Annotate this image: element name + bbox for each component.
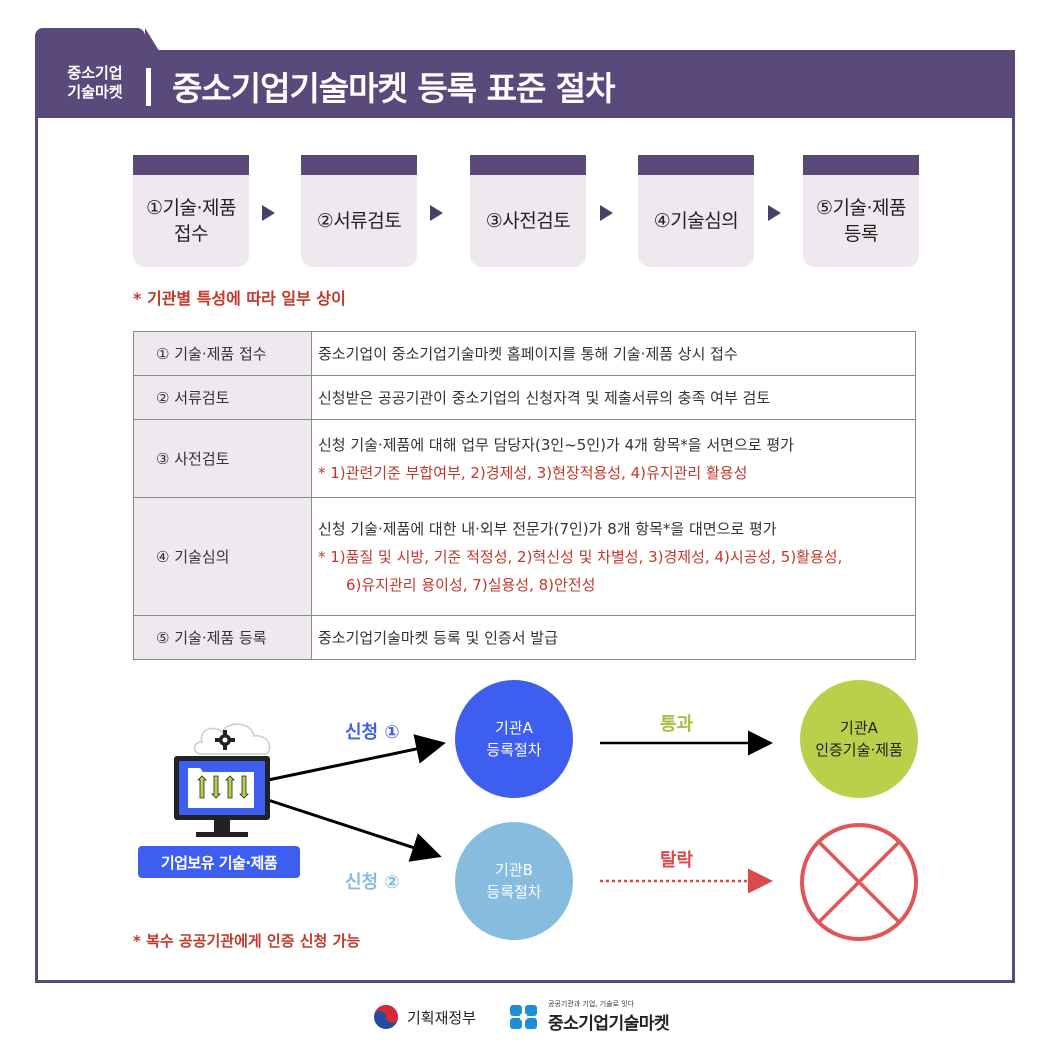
arrow-apply-1 xyxy=(267,734,446,782)
table-desc: 중소기업기술마켓 등록 및 인증서 발급 xyxy=(311,615,916,660)
agency-b-circle: 기관B 등록절차 xyxy=(455,822,573,940)
market-logo: 공공기관과 기업, 기술로 잇다 중소기업기술마켓 xyxy=(508,1000,670,1034)
table-desc-text: 신청 기술·제품에 대해 업무 담당자(3인~5인)가 4개 항목*을 서면으로… xyxy=(318,435,794,454)
table-key: ⑤ 기술·제품 등록 xyxy=(133,615,312,660)
table-criteria: * 1)관련기준 부합여부, 2)경제성, 3)현장적용성, 4)유지관리 활용… xyxy=(318,463,748,482)
ministry-name: 기획재정부 xyxy=(407,1008,477,1027)
table-key: ② 서류검토 xyxy=(133,375,312,420)
table-key: ① 기술·제품 접수 xyxy=(133,331,312,376)
step-arrow-4-icon xyxy=(768,205,781,221)
step-2-box: ②서류검토 xyxy=(301,155,417,267)
table-desc: 신청 기술·제품에 대해 업무 담당자(3인~5인)가 4개 항목*을 서면으로… xyxy=(311,419,916,498)
table-row: ② 서류검토 신청받은 공공기관이 중소기업의 신청자격 및 제출서류의 충족 … xyxy=(133,375,916,420)
table-key: ④ 기술심의 xyxy=(133,497,312,616)
step-arrow-1-icon xyxy=(262,205,275,221)
table-row: ⑤ 기술·제품 등록 중소기업기술마켓 등록 및 인증서 발급 xyxy=(133,615,916,660)
fail-label: 탈락 xyxy=(660,850,694,871)
table-row: ④ 기술심의 신청 기술·제품에 대한 내·외부 전문가(7인)가 8개 항목*… xyxy=(133,497,916,616)
apply-2-label: 신청 ② xyxy=(345,872,400,893)
arrow-apply-2 xyxy=(267,798,442,862)
step-1-box: ①기술·제품 접수 xyxy=(133,155,249,267)
taegeuk-icon xyxy=(374,1005,398,1029)
table-desc-text: 중소기업이 중소기업기술마켓 홈페이지를 통해 기술·제품 상시 접수 xyxy=(318,344,738,363)
monitor-icon xyxy=(174,723,271,837)
table-desc-text: 신청 기술·제품에 대한 내·외부 전문가(7인)가 8개 항목*을 대면으로 … xyxy=(318,519,777,538)
market-tagline: 공공기관과 기업, 기술로 잇다 xyxy=(548,1000,635,1008)
apply-1-label: 신청 ① xyxy=(345,722,400,743)
table-desc: 신청받은 공공기관이 중소기업의 신청자격 및 제출서류의 충족 여부 검토 xyxy=(311,375,916,420)
brand-logo-text: 중소기업 기술마켓 xyxy=(55,64,135,102)
step-4-label: ④기술심의 xyxy=(653,210,739,232)
table-desc-text: 신청받은 공공기관이 중소기업의 신청자격 및 제출서류의 충족 여부 검토 xyxy=(318,388,771,407)
table-desc: 중소기업이 중소기업기술마켓 홈페이지를 통해 기술·제품 상시 접수 xyxy=(311,331,916,376)
step-4-box: ④기술심의 xyxy=(638,155,754,267)
header-tab xyxy=(35,28,161,54)
table-criteria-cont: 6)유지관리 용이성, 7)실용성, 8)안전성 xyxy=(346,575,596,594)
brand-line2: 기술마켓 xyxy=(67,83,123,101)
header-bar xyxy=(35,50,1015,118)
pass-label: 통과 xyxy=(660,714,694,735)
step-1-label: ①기술·제품 접수 xyxy=(146,197,237,245)
step-arrow-2-icon xyxy=(430,205,443,221)
rejected-x-icon xyxy=(800,823,918,941)
step-5-box: ⑤기술·제품 등록 xyxy=(803,155,919,267)
table-row: ③ 사전검토 신청 기술·제품에 대해 업무 담당자(3인~5인)가 4개 항목… xyxy=(133,419,916,498)
note-bottom: * 복수 공공기관에게 인증 신청 가능 xyxy=(133,932,361,950)
ministry-logo: 기획재정부 xyxy=(373,1004,476,1030)
header-divider xyxy=(146,68,151,106)
market-logo-icon xyxy=(510,1005,537,1029)
brand-line1: 중소기업 xyxy=(67,64,123,82)
company-tech-badge: 기업보유 기술·제품 xyxy=(138,846,300,878)
step-5-label: ⑤기술·제품 등록 xyxy=(816,197,907,245)
table-desc: 신청 기술·제품에 대한 내·외부 전문가(7인)가 8개 항목*을 대면으로 … xyxy=(311,497,916,616)
market-name: 중소기업기술마켓 xyxy=(548,1014,670,1034)
procedure-table: ① 기술·제품 접수 중소기업이 중소기업기술마켓 홈페이지를 통해 기술·제품… xyxy=(133,331,916,660)
table-criteria: * 1)품질 및 시방, 기준 적정성, 2)혁신성 및 차별성, 3)경제성,… xyxy=(318,547,843,566)
step-3-box: ③사전검토 xyxy=(470,155,586,267)
table-desc-text: 중소기업기술마켓 등록 및 인증서 발급 xyxy=(318,628,558,647)
table-key: ③ 사전검토 xyxy=(133,419,312,498)
step-arrow-3-icon xyxy=(600,205,613,221)
agency-a-circle: 기관A 등록절차 xyxy=(455,680,573,798)
agency-a-certified-circle: 기관A 인증기술·제품 xyxy=(800,680,918,798)
step-3-label: ③사전검토 xyxy=(485,210,571,232)
page-title: 중소기업기술마켓 등록 표준 절차 xyxy=(172,69,616,108)
step-2-label: ②서류검토 xyxy=(316,210,402,232)
note-top: * 기관별 특성에 따라 일부 상이 xyxy=(133,289,346,308)
table-row: ① 기술·제품 접수 중소기업이 중소기업기술마켓 홈페이지를 통해 기술·제품… xyxy=(133,331,916,376)
